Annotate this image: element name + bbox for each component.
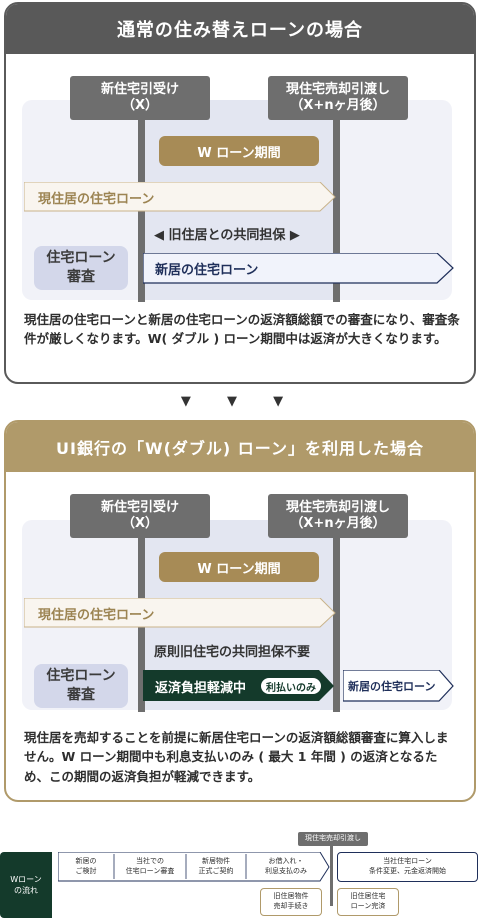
flow-step-borrow: お借入れ・ 利息支払のみ <box>246 852 326 882</box>
ui-end-label-line1: 現住宅売却引渡し <box>285 499 390 515</box>
ui-w-period-box: W ローン期間 <box>159 552 319 582</box>
flow-sale-line <box>330 846 333 906</box>
flow-label-line1: Wローン <box>10 874 42 884</box>
normal-end-label-line2: （X+nヶ月後） <box>290 98 386 113</box>
flow-step3-line2: 正式ご契約 <box>198 867 234 875</box>
normal-joint-collateral-text: ◀ 旧住居との共同担保 ▶ <box>154 228 300 243</box>
normal-loan-review-box: 住宅ローン 審査 <box>34 246 128 290</box>
flow-step3-line1: 新居物件 <box>202 857 230 866</box>
flow-step1-line1: 新居の <box>75 857 97 866</box>
ui-description: 現住居を売却することを前提に新居住宅ローンの返済額総額審査に算入しません。W ロ… <box>24 730 449 784</box>
ui-no-joint-collateral-text: 原則旧住宅の共同担保不要 <box>154 645 311 660</box>
flow-step-contract: 新居物件 正式ご契約 <box>186 852 246 882</box>
flow-step4-line2: 利息支払のみ <box>265 867 307 875</box>
flow-step1-line2: ご検討 <box>75 867 97 875</box>
ui-new-loan-arrow-shape <box>343 670 454 702</box>
flow-sub-sale-procedure: 旧住居物件 売却手続き <box>260 888 322 916</box>
normal-start-label-line1: 新住宅引受け <box>100 81 179 97</box>
normal-end-label-line1: 現住宅売却引渡し <box>285 81 390 97</box>
flow-sub1-line2: 売却手続き <box>273 902 309 910</box>
flow-label-line2: の流れ <box>14 886 38 895</box>
normal-current-loan-label: 現住居の住宅ローン <box>38 191 155 207</box>
ui-current-loan-arrow-shape <box>24 598 336 628</box>
ui-loan-review-box: 住宅ローン 審査 <box>34 664 128 708</box>
ui-case-title: UI銀行の「W(ダブル) ローン」を利用した場合 <box>6 422 474 472</box>
ui-start-label-line2: （X） <box>121 516 159 531</box>
flow-step-principal: 当社住宅ローン 条件変更、元金返済開始 <box>337 852 478 882</box>
flow-step5-line2: 条件変更、元金返済開始 <box>369 867 446 875</box>
ui-new-loan-label: 新居の住宅ローン <box>348 680 436 693</box>
separator-arrows: ▼ ▼ ▼ <box>180 394 300 409</box>
ui-end-line <box>333 538 340 712</box>
flow-sub1-line1: 旧住居物件 <box>273 892 309 901</box>
normal-start-label: 新住宅引受け （X） <box>70 76 210 120</box>
ui-start-label: 新住宅引受け （X） <box>70 494 210 538</box>
ui-new-loan-arrow: 新居の住宅ローン <box>343 670 454 702</box>
flow-sub2-line1: 旧住居住宅 <box>350 892 386 901</box>
normal-review-line1: 住宅ローン <box>46 250 116 267</box>
flow-step5-line1: 当社住宅ローン <box>383 857 432 866</box>
ui-end-label-line2: （X+nヶ月後） <box>290 516 386 531</box>
normal-description: 現住居の住宅ローンと新居の住宅ローンの返済額総額での審査になり、審査条件が厳しく… <box>24 312 460 347</box>
normal-current-loan-arrow: 現住居の住宅ローン <box>24 182 336 212</box>
normal-current-loan-arrow-shape <box>24 182 336 212</box>
flow-sub-loan-complete: 旧住居住宅 ローン完済 <box>337 888 399 916</box>
ui-current-loan-arrow: 現住居の住宅ローン <box>24 598 336 628</box>
normal-w-period-box: W ローン期間 <box>159 136 319 166</box>
ui-interest-only-badge: 利払いのみ <box>261 678 321 694</box>
flow-main-arrow-shape <box>58 852 330 882</box>
ui-review-line1: 住宅ローン <box>46 668 116 685</box>
flow-sale-handover-label: 現住宅売却引渡し <box>298 832 368 846</box>
flow-step2-line2: 住宅ローン審査 <box>125 867 175 875</box>
normal-new-loan-arrow-shape <box>143 253 454 284</box>
normal-end-label: 現住宅売却引渡し （X+nヶ月後） <box>268 76 408 120</box>
normal-end-line <box>333 120 340 302</box>
flow-main-arrow <box>58 852 330 882</box>
ui-review-line2: 審査 <box>67 687 95 703</box>
ui-current-loan-label: 現住居の住宅ローン <box>38 607 155 623</box>
flow-label: Wローン の流れ <box>0 852 52 918</box>
flow-step4-line1: お借入れ・ <box>268 857 304 866</box>
ui-start-label-line1: 新住宅引受け <box>100 499 179 515</box>
normal-review-line2: 審査 <box>67 269 95 285</box>
normal-new-loan-label: 新居の住宅ローン <box>155 263 259 278</box>
normal-start-label-line2: （X） <box>121 98 159 113</box>
ui-reduced-burden-label: 返済負担軽減中 <box>155 680 247 696</box>
flow-step2-line1: 当社での <box>136 857 164 866</box>
ui-reduced-burden-arrow: 返済負担軽減中 利払いのみ <box>143 670 335 702</box>
ui-end-label: 現住宅売却引渡し （X+nヶ月後） <box>268 494 408 538</box>
normal-case-title: 通常の住み替えローンの場合 <box>6 4 474 54</box>
flow-step-review: 当社での 住宅ローン審査 <box>114 852 186 882</box>
normal-new-loan-arrow: 新居の住宅ローン <box>143 253 454 284</box>
flow-step-consider: 新居の ご検討 <box>58 852 114 882</box>
flow-sub2-line2: ローン完済 <box>350 902 386 910</box>
